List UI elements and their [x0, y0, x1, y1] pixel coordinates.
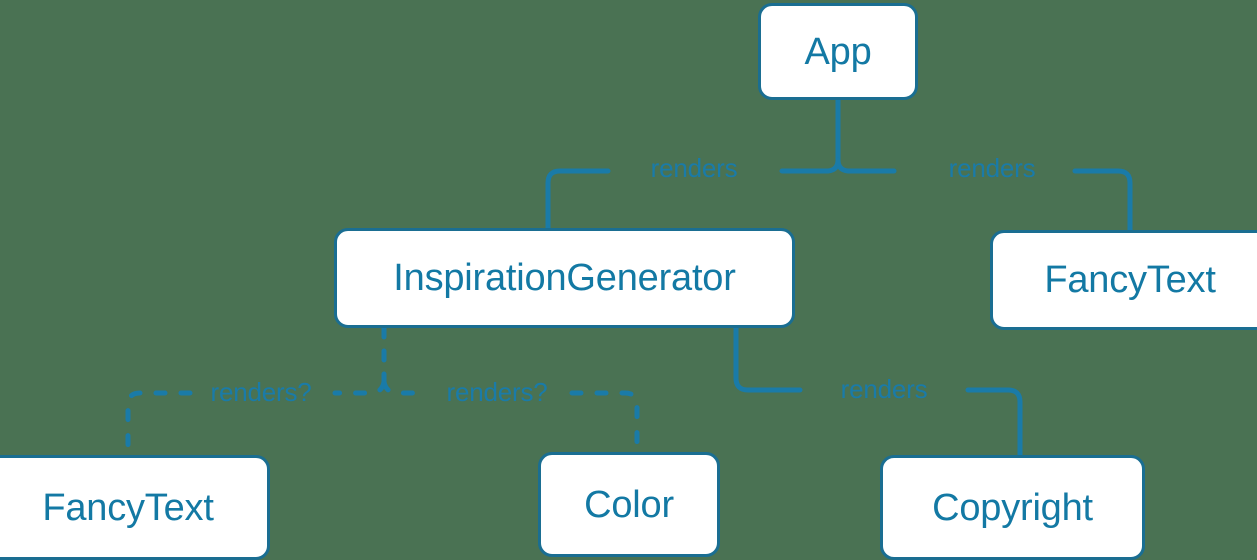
node-copyright-label: Copyright [932, 486, 1093, 529]
node-color-label: Color [584, 483, 674, 526]
node-fancytext-bottom-label: FancyText [42, 486, 214, 529]
edge-inspgen-color [381, 379, 427, 396]
edge-app-fancytext [1072, 168, 1133, 233]
node-fancytext-top-label: FancyText [1044, 259, 1216, 301]
edge-inspgen-fancytext-tail [125, 390, 193, 458]
node-copyright[interactable]: Copyright [880, 455, 1145, 560]
node-inspiration-generator-label: InspirationGenerator [393, 257, 736, 299]
edge-label-inspiration-generator-fancytext: renders? [210, 377, 312, 407]
node-app-label: App [804, 30, 872, 73]
node-fancytext-bottom[interactable]: FancyText [0, 455, 270, 560]
edge-label-inspiration-generator-copyright: renders [840, 374, 928, 404]
edge-inspgen-fancytext [332, 379, 387, 396]
node-color[interactable]: Color [538, 452, 720, 557]
edge-label-app-inspiration-generator: renders [650, 153, 738, 183]
node-inspiration-generator[interactable]: InspirationGenerator [334, 228, 795, 328]
edge-inspgen-copyright-tail [965, 387, 1023, 458]
edge-app-split-left [779, 157, 841, 174]
edge-inspgen-color-tail [569, 390, 640, 455]
edge-label-inspiration-generator-color: renders? [446, 377, 548, 407]
node-app[interactable]: App [758, 3, 918, 100]
edge-app-inspgen [545, 168, 611, 231]
node-fancytext-top[interactable]: FancyText [990, 230, 1257, 330]
edge-inspgen-copyright [733, 325, 803, 393]
edge-label-app-fancytext: renders [948, 153, 1036, 183]
edge-app-split-right [835, 157, 897, 174]
